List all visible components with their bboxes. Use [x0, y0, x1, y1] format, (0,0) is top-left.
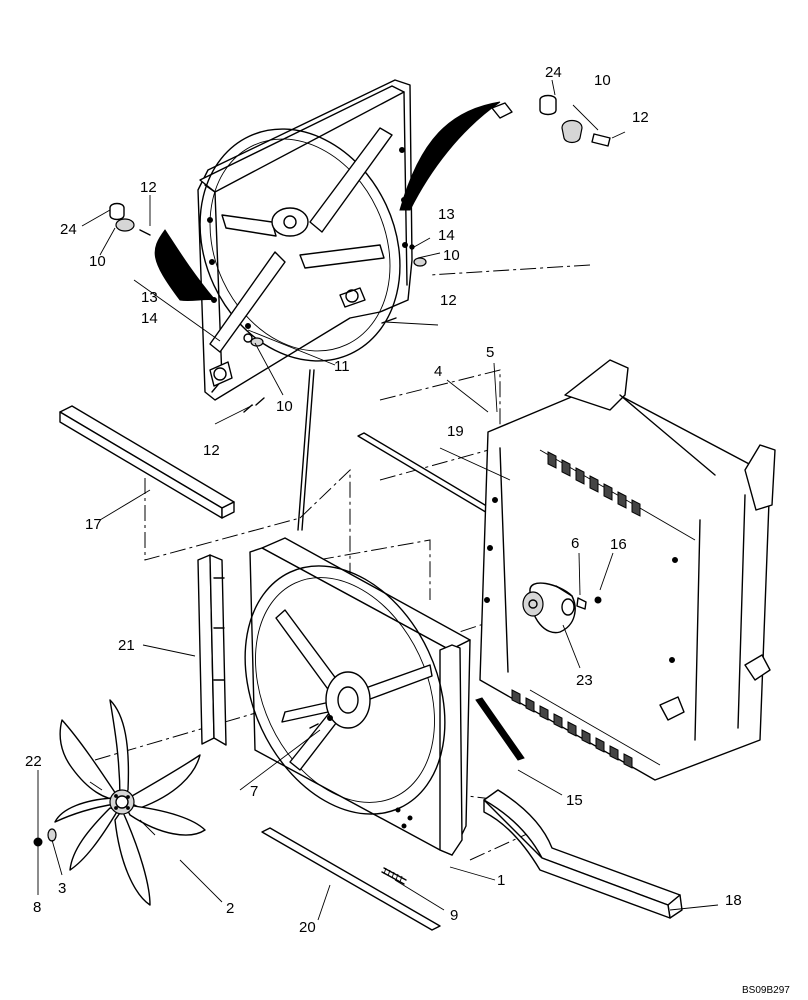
rod: [297, 369, 315, 531]
callout-1: 1: [497, 872, 505, 889]
deflector-plate: [475, 697, 525, 761]
callout-23: 23: [576, 672, 593, 689]
upper-fan-shroud: [197, 79, 413, 401]
callout-12-bottom: 12: [203, 442, 220, 459]
callout-10-top: 10: [594, 72, 611, 89]
callout-2: 2: [226, 900, 234, 917]
callout-11: 11: [334, 358, 350, 375]
fan-shroud-front: [244, 537, 471, 856]
radiator-fins-top: [547, 451, 641, 517]
callouts: 1 2 3 4 5 6 7 8 9 10 10 10 10 11 12 12 1…: [25, 64, 742, 936]
callout-22: 22: [25, 753, 42, 770]
radiator-fins-bottom: [511, 689, 633, 769]
callout-3: 3: [58, 880, 66, 897]
callout-6: 6: [571, 535, 579, 552]
callout-14-right: 14: [438, 227, 455, 244]
callout-19: 19: [447, 423, 464, 440]
drawing-reference-code: BS09B297: [742, 985, 790, 996]
callout-8: 8: [33, 899, 41, 916]
fan-motor: [522, 582, 602, 634]
callout-15: 15: [566, 792, 583, 809]
callout-21: 21: [118, 637, 135, 654]
callout-16: 16: [610, 536, 627, 553]
cooling-fan: [54, 699, 206, 906]
callout-10-right: 10: [443, 247, 460, 264]
callout-13-right: 13: [438, 206, 455, 223]
callout-10-bottom: 10: [276, 398, 293, 415]
callout-20: 20: [299, 919, 316, 936]
callout-9: 9: [450, 907, 458, 924]
callout-4: 4: [434, 363, 442, 380]
callout-12-left: 12: [140, 179, 157, 196]
callout-24-top: 24: [545, 64, 562, 81]
callout-17: 17: [85, 516, 102, 533]
callout-13-left: 13: [141, 289, 158, 306]
seal-18: [483, 789, 683, 919]
callout-10-left: 10: [89, 253, 106, 270]
callout-14-left: 14: [141, 310, 158, 327]
seal-strip-21: [197, 554, 227, 746]
seal-strip-17: [59, 405, 235, 519]
callout-5: 5: [486, 344, 494, 361]
leader-lines: [37, 79, 719, 921]
spring: [381, 867, 407, 885]
callout-12-right: 12: [440, 292, 457, 309]
radiator-assembly: [479, 359, 776, 781]
callout-12-top: 12: [632, 109, 649, 126]
latch-hardware: [109, 94, 611, 413]
callout-18: 18: [725, 892, 742, 909]
seal-strip-20: [261, 827, 441, 931]
callout-24-left: 24: [60, 221, 77, 238]
callout-7: 7: [250, 783, 258, 800]
